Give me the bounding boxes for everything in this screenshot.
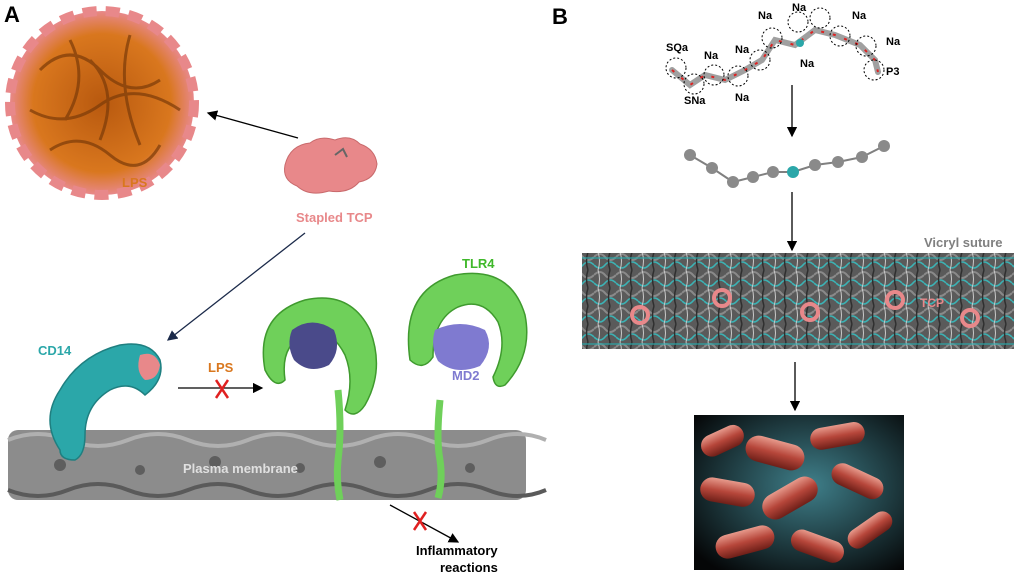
- md2-label: MD2: [452, 368, 479, 383]
- lps-cluster-label: LPS: [122, 175, 147, 190]
- bead-label-na8: Na: [735, 92, 749, 104]
- stapled-tcp-label: Stapled TCP: [296, 210, 373, 225]
- stapled-tcp-protein: [285, 138, 378, 193]
- bead-label-na4: Na: [704, 50, 718, 62]
- lps-arrow-label: LPS: [208, 360, 233, 375]
- ball-stick-chain: [684, 140, 890, 188]
- blocked-x-mark-lps: [216, 380, 228, 398]
- bead-label-na6: Na: [886, 36, 900, 48]
- bead-label-na7: Na: [800, 58, 814, 70]
- bead-label-na2: Na: [792, 2, 806, 14]
- bacteria-image: [694, 415, 904, 570]
- panel-b-letter: B: [552, 4, 568, 30]
- inflammatory-label-line1: Inflammatory: [416, 543, 498, 558]
- vicryl-suture-label: Vicryl suture: [924, 235, 1003, 250]
- bead-label-na5: Na: [735, 44, 749, 56]
- vicryl-suture-slab: [582, 253, 1014, 349]
- plasma-membrane-label: Plasma membrane: [183, 461, 298, 476]
- inflammatory-label-line2: reactions: [440, 560, 498, 575]
- arrow-tcp-to-lps: [208, 113, 298, 138]
- tlr4-label: TLR4: [462, 256, 495, 271]
- cd14-label: CD14: [38, 343, 71, 358]
- arrow-to-inflammatory: [390, 505, 458, 542]
- blocked-x-mark-inflammatory: [414, 512, 426, 530]
- bead-label-na3: Na: [852, 10, 866, 22]
- panel-a-letter: A: [4, 2, 20, 28]
- bead-label-p3: P3: [886, 66, 899, 78]
- lps-micelle: [10, 11, 194, 195]
- tcp-label: TCP: [920, 296, 944, 310]
- bead-label-sqa: SQa: [666, 42, 688, 54]
- bead-label-sna: SNa: [684, 95, 705, 107]
- bead-label-na1: Na: [758, 10, 772, 22]
